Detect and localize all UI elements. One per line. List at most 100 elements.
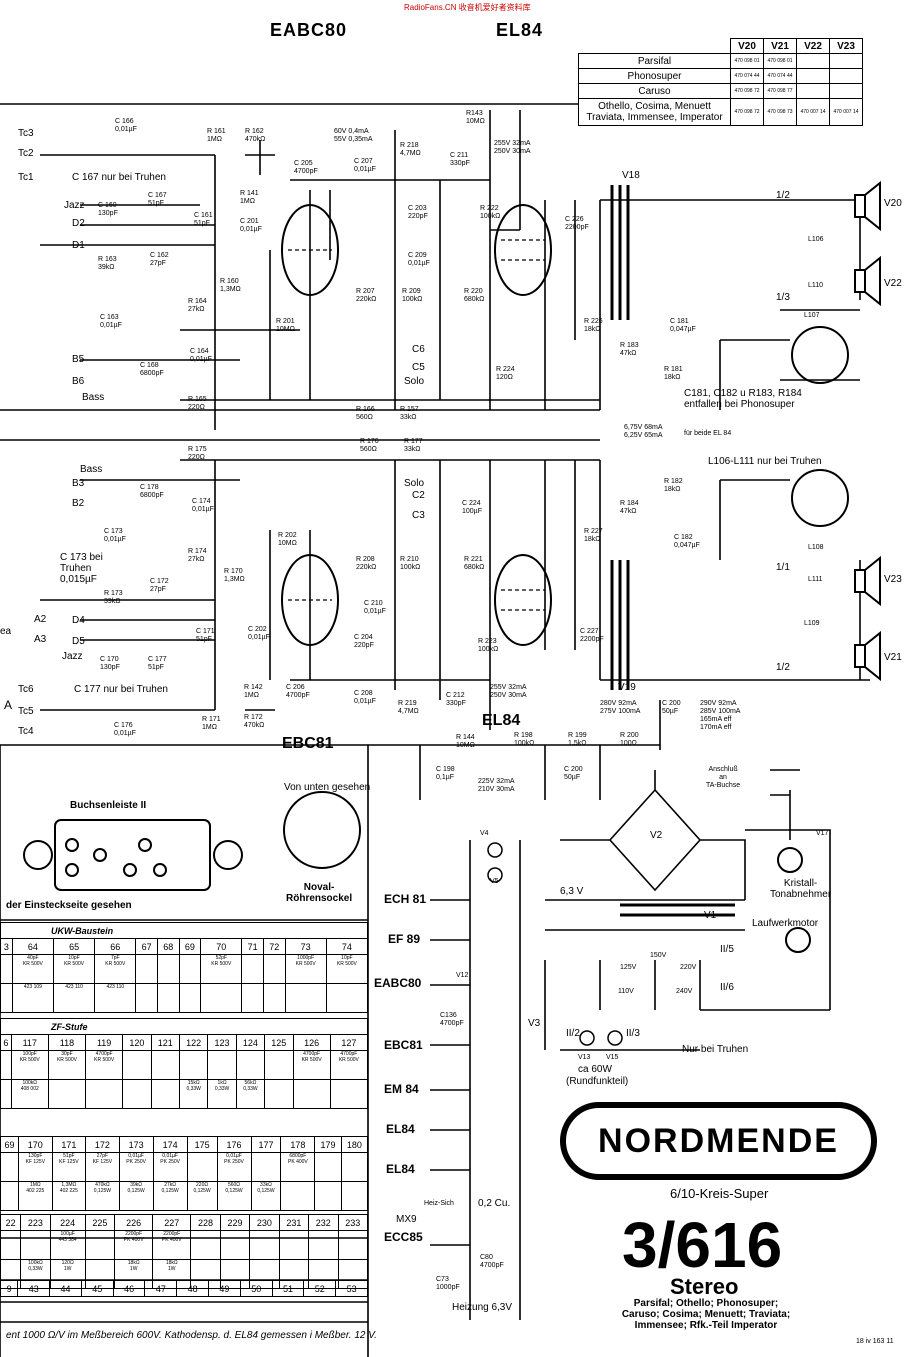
table-cell xyxy=(0,954,13,984)
table-cell: 48 xyxy=(176,1280,210,1297)
component-label: R 202 10MΩ xyxy=(278,532,297,547)
el84-lower-label: EL84 xyxy=(482,712,521,729)
table-cell: 69 xyxy=(0,1136,20,1153)
table-cell: 0,01µF PK 250V xyxy=(216,1152,252,1182)
table-cell: 126 xyxy=(292,1034,331,1051)
table-cell: 225 xyxy=(84,1214,116,1231)
solo-label-lower: Solo xyxy=(404,478,425,489)
table-cell: 228 xyxy=(190,1214,221,1231)
table-cell xyxy=(314,1181,342,1211)
table-cell: 1,3MΩ 402 225 xyxy=(51,1181,87,1211)
component-label: C 202 0,01µF xyxy=(248,626,270,641)
component-label: C 209 0,01µF xyxy=(408,252,430,267)
variant-table: V20 V21 V22 V23 Parsifal 470 098 01 470 … xyxy=(578,38,863,126)
component-label: R 172 470kΩ xyxy=(244,714,265,729)
table-cell: 7pF KR 500V xyxy=(94,954,137,984)
table-cell: 10pF KR 500V xyxy=(325,954,369,984)
table-cell xyxy=(122,1050,152,1080)
table-cell: 117 xyxy=(10,1034,49,1051)
table-cell xyxy=(190,1230,221,1260)
table-cell: 50 xyxy=(239,1280,273,1297)
table-cell: 224 xyxy=(49,1214,86,1231)
table-cell: 71 xyxy=(241,938,264,955)
component-label: R 219 4,7MΩ xyxy=(398,700,419,715)
c136-label: C136 4700pF xyxy=(440,1012,464,1027)
variant-code: 470 098 72 xyxy=(730,98,764,126)
component-label: R 220 680kΩ xyxy=(464,288,485,303)
table-title: ZF-Stufe xyxy=(0,1018,368,1035)
tc3-label: Tc3 xyxy=(18,128,34,139)
table-cell: 223 xyxy=(20,1214,51,1231)
component-label: R 201 10MΩ xyxy=(276,318,295,333)
tube-eabc80: EABC80 xyxy=(374,976,422,990)
table-cell xyxy=(135,983,158,1013)
component-label: C 176 0,01µF xyxy=(114,722,136,737)
table-cell: 122 xyxy=(178,1034,209,1051)
component-label: R 141 1MΩ xyxy=(240,190,259,205)
component-label: R 183 47kΩ xyxy=(620,342,639,357)
v1-label: V1 xyxy=(704,910,717,921)
b2-label: B2 xyxy=(72,498,85,509)
component-label: R 182 18kΩ xyxy=(664,478,683,493)
table-cell xyxy=(47,1079,87,1109)
models-list: Parsifal; Othello; Phonosuper; Caruso; C… xyxy=(621,1298,791,1331)
ii5-label: II/5 xyxy=(720,944,734,955)
table-cell: 1000pF KR 500V xyxy=(284,954,327,984)
doc-number: 18 iv 163 11 xyxy=(856,1338,894,1345)
table-cell: 175 xyxy=(186,1136,218,1153)
table-cell: 27kΩ 0,125W xyxy=(152,1181,188,1211)
table-cell: 49 xyxy=(208,1280,241,1297)
table-cell: 9 xyxy=(0,1280,19,1297)
table-cell xyxy=(156,954,180,984)
component-label: C 163 0,01µF xyxy=(100,314,122,329)
table-cell: 56kΩ 0,33W xyxy=(235,1079,266,1109)
variant-code: 470 007 14 xyxy=(829,98,863,126)
v5-label: V5 xyxy=(490,878,499,885)
component-label: C 177 51pF xyxy=(148,656,167,671)
c5-label: C5 xyxy=(412,362,425,373)
table-cell: 172 xyxy=(85,1136,120,1153)
d5-label: D5 xyxy=(72,636,85,647)
table-cell: 51pF KF 125V xyxy=(51,1152,87,1182)
table-cell xyxy=(241,954,264,984)
table-cell: 100pF KR 500V xyxy=(10,1050,49,1080)
table-cell: 68 xyxy=(156,938,180,955)
d1-label: D1 xyxy=(72,240,85,251)
tap-label: 110V xyxy=(618,988,634,995)
table-cell: 180 xyxy=(340,1136,369,1153)
tc2-label: Tc2 xyxy=(18,148,34,159)
rundfunk-label: (Rundfunkteil) xyxy=(566,1076,629,1087)
table-cell: 470kΩ 0,125W xyxy=(85,1181,120,1211)
component-label: R 160 1,3MΩ xyxy=(220,278,241,293)
table-cell xyxy=(250,1152,282,1182)
table-cell xyxy=(278,1230,310,1260)
von-unten-label: Von unten gesehen xyxy=(284,782,371,793)
table-cell: 125 xyxy=(264,1034,294,1051)
component-label: R 173 39kΩ xyxy=(104,590,123,605)
nordmende-logo: NORDMENDE xyxy=(560,1102,877,1180)
table-cell xyxy=(0,1079,12,1109)
tube-el84-b: EL84 xyxy=(386,1162,415,1176)
component-label: C 207 0,01µF xyxy=(354,158,376,173)
c3-label: C3 xyxy=(412,510,425,521)
c2-label: C2 xyxy=(412,490,425,501)
table-cell: 118 xyxy=(47,1034,87,1051)
variant-name: Othello, Cosima, Menuett Traviata, Immen… xyxy=(578,98,731,126)
tc6-label: Tc6 xyxy=(18,684,34,695)
table-cell: 10pF KR 500V xyxy=(52,954,96,984)
table-cell: 173 xyxy=(118,1136,154,1153)
table-cell: 66 xyxy=(94,938,137,955)
table-cell: 6 xyxy=(0,1034,12,1051)
measurement-note: 280V 92mA 275V 100mA xyxy=(600,700,641,715)
table-cell: 1kΩ 0,33W xyxy=(207,1079,237,1109)
table-cell: 52 xyxy=(303,1280,337,1297)
a2-label: A2 xyxy=(34,614,47,625)
component-label: R 161 1MΩ xyxy=(207,128,226,143)
table-cell: 4700pF KR 500V xyxy=(292,1050,331,1080)
a-label: A xyxy=(4,698,13,712)
